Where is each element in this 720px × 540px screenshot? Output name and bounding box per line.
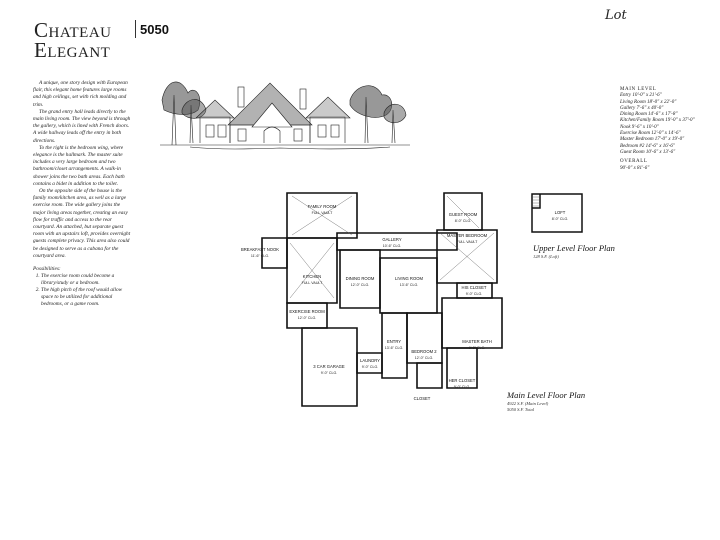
room-sub-living: 13'-6" CLG.	[400, 283, 419, 287]
spec-row: Guest Room 10'-6" x 13'-6"	[620, 149, 676, 155]
room-label-exercise: EXERCISE ROOM	[289, 309, 325, 314]
title-divider	[135, 20, 136, 38]
room-sub-kitchen: FULL VAULT	[302, 281, 324, 285]
spec-row: Dining Room 14'-6" x 17'-8"	[620, 112, 678, 118]
room-label-closet: CLOSET	[414, 396, 431, 401]
room-sub-his-closet: 9'-0" CLG.	[466, 292, 483, 296]
specs-overall-heading: OVERALL	[620, 159, 648, 165]
room-label-dining: DINING ROOM	[346, 276, 375, 281]
possibility-item: The high pitch of the roof would allow s…	[41, 287, 131, 308]
room-sub-her-closet: 9'-0" CLG.	[454, 385, 471, 389]
room-sub-entry: 13'-6" CLG.	[385, 346, 404, 350]
room-sub-breakfast: 11'-6" CLG.	[251, 254, 269, 258]
room-label-garage: 3 CAR GARAGE	[313, 364, 345, 369]
room-label-living: LIVING ROOM	[395, 276, 423, 281]
spec-row: Kitchen/Family Room 19'-0" x 37'-0"	[620, 118, 695, 124]
house-elevation-illustration	[160, 81, 410, 150]
spec-row: Master Bedroom 17'-0" x 19'-0"	[620, 137, 685, 143]
room-sub-dining: 12'-0" CLG.	[351, 283, 370, 287]
room-label-guest: GUEST ROOM	[449, 212, 478, 217]
description-paragraph: The grand entry hall leads directly to t…	[33, 108, 131, 144]
room-specs: MAIN LEVEL Entry 10'-0" x 21'-6" Living …	[620, 87, 715, 172]
plan-number: 5050	[140, 22, 169, 37]
room-sub-laundry: 9'-0" CLG.	[362, 365, 379, 369]
room-label-master-bath: MASTER BATH	[462, 339, 491, 344]
room-sub-master: FULL VAULT	[457, 240, 479, 244]
specs-main-heading: MAIN LEVEL	[620, 87, 657, 92]
room-label-loft: LOFT	[555, 210, 566, 215]
title-line-1: Chateau	[34, 18, 112, 42]
room-label-family: FAMILY ROOM	[308, 204, 337, 209]
spec-row: Exercise Room 12'-0" x 14'-6"	[620, 131, 681, 137]
room-label-his-closet: HIS CLOSET	[462, 285, 487, 290]
spec-row: Living Room 18'-0" x 22'-0"	[620, 99, 677, 105]
room-label-her-closet: HER CLOSET	[449, 378, 476, 383]
upper-level-floor-plan: LOFT 8'-0" CLG.	[531, 193, 583, 233]
room-sub-exercise: 12'-0" CLG.	[298, 316, 317, 320]
room-sub-garage: 9'-0" CLG.	[321, 371, 338, 375]
main-plan-caption: Main Level Floor Plan	[507, 390, 586, 400]
room-label-breakfast: BREAKFAST NOOK	[241, 247, 279, 252]
main-level-floor-plan: FAMILY ROOM FULL VAULT BREAKFAST NOOK 11…	[241, 192, 503, 407]
room-sub-bedroom2: 12'-0" CLG.	[415, 356, 434, 360]
spec-row: Bedroom #2 14'-6" x 16'-6"	[620, 143, 676, 149]
upper-plan-subcaption: 128 S.F. (Loft)	[533, 254, 559, 259]
handwritten-note: Lot	[605, 8, 627, 23]
spec-overall: 90'-0" x 81'-6"	[620, 165, 650, 171]
upper-plan-caption: Upper Level Floor Plan	[533, 243, 615, 253]
possibilities-heading: Possibilities:	[33, 266, 61, 273]
possibilities-list: The exercise room could become a library…	[33, 273, 131, 308]
spec-row: Gallery 7'-6" x 40'-0"	[620, 105, 664, 111]
room-sub-family: FULL VAULT	[312, 211, 334, 215]
room-label-laundry: LAUNDRY	[360, 358, 380, 363]
description-block: A unique, one story design with European…	[33, 80, 131, 308]
description-paragraph: A unique, one story design with European…	[33, 80, 128, 108]
description-paragraph: To the right is the bedroom wing, where …	[33, 144, 125, 187]
possibility-item: The exercise room could become a library…	[41, 273, 131, 287]
room-label-entry: ENTRY	[387, 339, 401, 344]
spec-row: Entry 10'-0" x 21'-6"	[620, 93, 662, 99]
room-label-kitchen: KITCHEN	[303, 274, 321, 279]
room-sub-gallery: 10'-6" CLG.	[383, 244, 402, 248]
title-line-2: Elegant	[34, 38, 111, 62]
description-paragraph: On the opposite side of the house is the…	[33, 188, 131, 259]
spec-row: Nook 9'-6" x 10'-0"	[620, 124, 659, 130]
main-plan-subcaption-2: 5050 S.F. Total	[507, 407, 535, 412]
main-plan-subcaption-1: 4922 S.F. (Main Level)	[507, 401, 549, 406]
room-label-gallery: GALLERY	[382, 237, 401, 242]
room-label-bedroom2: BEDROOM 2	[411, 349, 437, 354]
room-sub-master-bath: 9'-0" CLG.	[469, 346, 486, 350]
room-sub-guest: 8'-0" CLG.	[455, 219, 472, 223]
room-sub-loft: 8'-0" CLG.	[552, 217, 569, 221]
room-label-master: MASTER BEDROOM	[447, 233, 488, 238]
